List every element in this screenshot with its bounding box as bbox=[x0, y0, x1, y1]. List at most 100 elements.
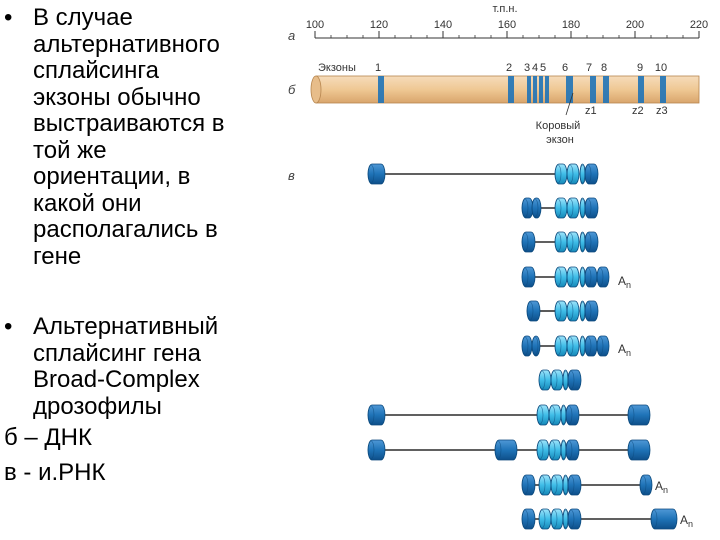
exon-number: 10 bbox=[655, 62, 667, 74]
exon-dark bbox=[596, 335, 610, 357]
text-line: альтернативного bbox=[33, 30, 220, 58]
legend-dna: б – ДНК bbox=[4, 424, 92, 451]
exon-dark bbox=[596, 266, 610, 288]
exon-dark bbox=[521, 231, 536, 253]
mrna-isoform bbox=[538, 369, 582, 391]
exon-number: 9 bbox=[637, 62, 643, 74]
exon-light bbox=[566, 335, 580, 357]
core-exon-label: Коровый bbox=[536, 120, 581, 132]
exon-light bbox=[550, 474, 564, 496]
mrna-isoform bbox=[521, 197, 599, 219]
mrna-isoform bbox=[521, 335, 610, 357]
exon-light bbox=[562, 508, 570, 530]
mrna-isoform bbox=[526, 300, 599, 322]
exon-light bbox=[554, 266, 568, 288]
core-exon-label: экзон bbox=[546, 134, 574, 146]
exon-dark bbox=[584, 335, 598, 357]
slide-text: • В случае альтернативного сплайсинга эк… bbox=[0, 0, 285, 540]
gene-exon-band bbox=[378, 76, 384, 103]
gene-exon-band bbox=[545, 76, 549, 103]
text-line: дрозофилы bbox=[33, 392, 162, 420]
polya-tail: An bbox=[680, 513, 693, 529]
exon-number: 2 bbox=[506, 62, 512, 74]
exon-number: 6 bbox=[562, 62, 568, 74]
exon-dark bbox=[521, 335, 533, 357]
polya-tail: An bbox=[655, 479, 668, 495]
exon-light bbox=[548, 404, 562, 426]
exon-light bbox=[554, 197, 568, 219]
gene-exons bbox=[378, 76, 666, 103]
exon-light bbox=[536, 439, 550, 461]
text-line: сплайсинг гена bbox=[33, 339, 202, 367]
exon-light bbox=[579, 335, 587, 357]
z3-label: z3 bbox=[656, 105, 668, 117]
exon-light bbox=[554, 231, 568, 253]
exon-dark bbox=[584, 231, 599, 253]
exon-number: 5 bbox=[540, 62, 546, 74]
bullet-marker: • bbox=[4, 4, 13, 31]
bullet-marker: • bbox=[4, 313, 13, 340]
exon-light bbox=[550, 508, 564, 530]
panel-label-v: в bbox=[288, 168, 295, 183]
exon-light bbox=[554, 163, 568, 185]
gene-exon-band bbox=[508, 76, 514, 103]
exon-dark bbox=[639, 474, 653, 496]
z2-label: z2 bbox=[632, 105, 644, 117]
mrna-isoforms bbox=[367, 163, 678, 530]
exon-dark bbox=[567, 508, 582, 530]
panel-label-b: б bbox=[288, 82, 296, 97]
bullet-alt-splicing-order: • В случае альтернативного сплайсинга эк… bbox=[0, 4, 225, 270]
exon-light bbox=[554, 300, 568, 322]
mrna-isoform bbox=[521, 231, 599, 253]
text-line: В случае bbox=[33, 4, 133, 31]
mrna-isoform bbox=[367, 404, 651, 426]
bullet-broad-complex: • Альтернативный сплайсинг гена Broad-Co… bbox=[0, 313, 219, 420]
tick-label: 160 bbox=[498, 19, 516, 31]
mrna-isoform bbox=[367, 439, 651, 461]
tick-label: 220 bbox=[690, 19, 708, 31]
exon-number: 3 bbox=[524, 62, 530, 74]
exon-light bbox=[538, 369, 552, 391]
gene-exon-band bbox=[638, 76, 644, 103]
exon-number: 1 bbox=[375, 62, 381, 74]
tick-label: 140 bbox=[434, 19, 452, 31]
exon-dark bbox=[565, 404, 580, 426]
mrna-isoform bbox=[521, 474, 653, 496]
exon-dark bbox=[367, 163, 386, 185]
mrna-isoform bbox=[367, 163, 599, 185]
polya-tail: An bbox=[618, 342, 631, 358]
exon-light bbox=[566, 231, 580, 253]
text-line: сплайсинга bbox=[33, 57, 159, 84]
text-line: ориентации, в bbox=[33, 163, 191, 190]
exon-dark bbox=[521, 266, 536, 288]
exon-light bbox=[536, 404, 550, 426]
exon-dark bbox=[627, 439, 651, 461]
exon-dark bbox=[650, 508, 678, 530]
exon-dark bbox=[521, 474, 536, 496]
exon-dark bbox=[526, 300, 541, 322]
tick-label: 100 bbox=[306, 19, 324, 31]
exon-dark bbox=[367, 439, 386, 461]
exon-light bbox=[579, 266, 587, 288]
text-line: гене bbox=[33, 242, 82, 270]
exon-dark bbox=[584, 163, 599, 185]
text-line: Broad-Complex bbox=[33, 366, 200, 393]
text-line: Альтернативный bbox=[33, 313, 219, 340]
text-line: экзоны обычно bbox=[33, 83, 201, 111]
exon-dark bbox=[565, 439, 580, 461]
tick-label: 200 bbox=[626, 19, 644, 31]
exons-label: Экзоны bbox=[318, 62, 356, 74]
polya-tail: An bbox=[618, 274, 631, 290]
exon-dark bbox=[627, 404, 651, 426]
tick-label: 120 bbox=[370, 19, 388, 31]
exon-dark bbox=[584, 300, 599, 322]
gene-exon-band bbox=[603, 76, 609, 103]
gene-exon-band bbox=[539, 76, 543, 103]
exon-light bbox=[566, 300, 580, 322]
exon-dark bbox=[531, 197, 542, 219]
exon-dark bbox=[521, 197, 534, 219]
exon-light bbox=[538, 508, 552, 530]
text-line: выстраиваются в bbox=[33, 110, 225, 137]
